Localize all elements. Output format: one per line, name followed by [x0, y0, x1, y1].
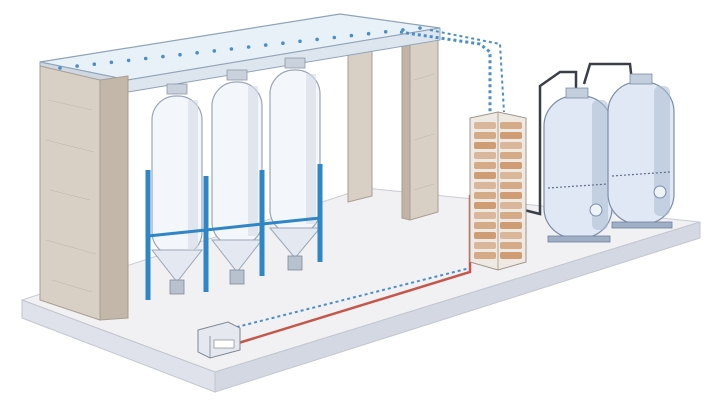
rack-media-block	[500, 192, 522, 199]
rack-media-blocks	[474, 122, 522, 259]
rack-media-block	[474, 242, 496, 249]
rack-media-block	[474, 162, 496, 169]
rack-media-block	[500, 242, 522, 249]
rack-media-block	[474, 192, 496, 199]
beam-bolt-hole	[263, 43, 268, 47]
rack-media-block	[500, 132, 522, 139]
beam-bolt-hole	[349, 33, 354, 38]
tank-1	[543, 87, 613, 243]
silo-2	[210, 69, 264, 285]
beam-bolt-hole	[281, 41, 285, 45]
rack-media-block	[474, 142, 496, 149]
rack-media-block	[500, 222, 522, 229]
rack-media-block	[474, 212, 496, 219]
control-box	[197, 321, 241, 359]
concrete-frame	[39, 13, 441, 321]
beam-bolt-hole	[332, 35, 337, 40]
rack-media-block	[474, 202, 496, 209]
beam-bolt-hole	[161, 54, 165, 59]
pillar-back-middle	[347, 45, 373, 203]
rack-media-block	[500, 152, 522, 159]
beam-bolt-hole	[75, 64, 79, 68]
rack-media-block	[500, 252, 522, 259]
rack-media-block	[500, 122, 522, 129]
rack-media-block	[474, 172, 496, 179]
beam-bolt-hole	[178, 52, 182, 57]
beam-bolt-hole	[92, 62, 97, 66]
rack-media-block	[474, 252, 496, 259]
rack-media-block	[474, 222, 496, 229]
beam-bolt-hole	[366, 31, 371, 36]
rack-media-block	[474, 122, 496, 129]
beam-bolt-hole	[195, 51, 199, 55]
rack-media-block	[500, 202, 522, 209]
beam-bolt-hole	[315, 37, 319, 42]
rack-media-block	[500, 212, 522, 219]
rack-media-block	[474, 232, 496, 239]
beam-bolt-hole	[229, 47, 234, 51]
rack-media-block	[474, 152, 496, 159]
floor-platform	[20, 187, 701, 393]
media-rack	[469, 111, 527, 271]
rack-media-block	[500, 232, 522, 239]
dark-pipe-tank-2	[582, 62, 634, 85]
beam-bolt-hole	[143, 56, 148, 61]
beam-bolt-hole	[246, 45, 251, 49]
beam-bolt-hole	[212, 49, 217, 53]
silo-1	[150, 83, 204, 295]
rack-media-block	[474, 132, 496, 139]
rack-media-block	[500, 172, 522, 179]
silo-group	[145, 57, 323, 300]
tank-2	[607, 73, 675, 229]
silo-support-frame	[145, 164, 323, 300]
beam-bolt-holes	[58, 26, 422, 70]
dotted-blue-line-floor	[224, 267, 471, 331]
beam-bolt-hole	[383, 30, 388, 34]
beam-bolt-hole	[126, 58, 131, 63]
rack-media-block	[474, 182, 496, 189]
rack-media-block	[500, 182, 522, 189]
rack-media-block	[500, 142, 522, 149]
platform-right-side	[214, 221, 701, 393]
pillar-back-right	[409, 29, 439, 221]
beam-bolt-hole	[58, 66, 62, 70]
beam-bolt-hole	[109, 60, 114, 65]
pressure-tanks	[543, 73, 675, 243]
dark-pipe-tank-1	[523, 70, 578, 216]
beam-bolt-hole	[298, 39, 302, 44]
beam-bolt-hole	[418, 26, 422, 30]
pillar-front-left	[39, 65, 101, 321]
silo-3	[268, 57, 322, 271]
rack-media-block	[500, 162, 522, 169]
